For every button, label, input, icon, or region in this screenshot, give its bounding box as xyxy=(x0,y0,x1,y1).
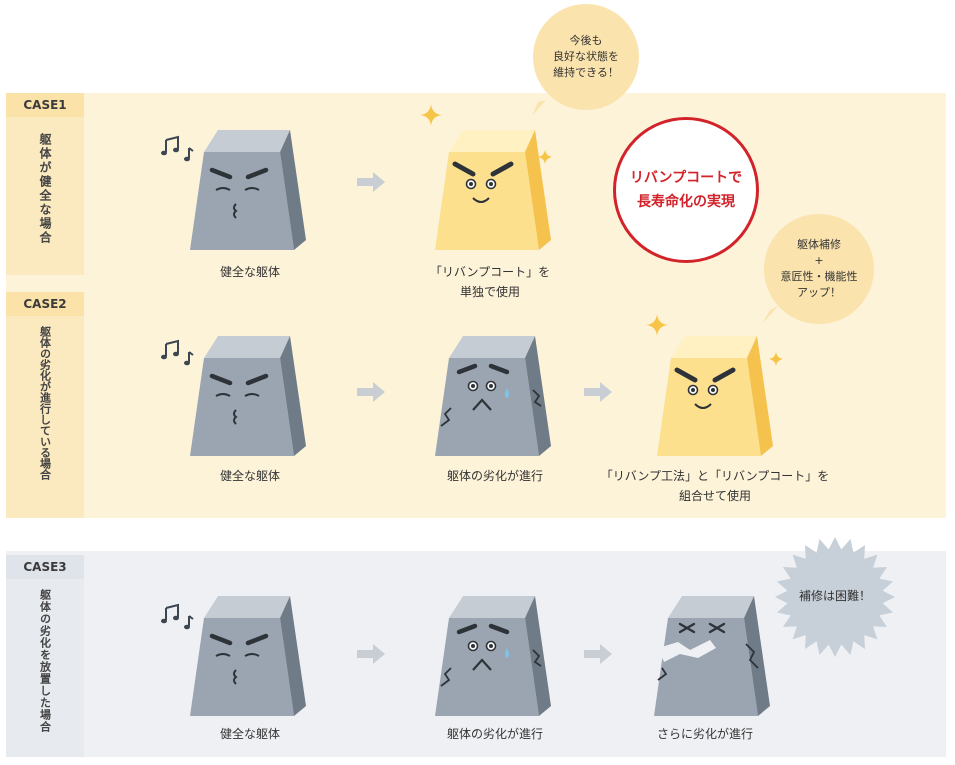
case1-side-label: 躯体が健全な場合 xyxy=(38,133,52,245)
case1-bubble-tail xyxy=(532,100,546,116)
case3-side-label: 躯体の劣化を放置した場合 xyxy=(38,589,52,733)
case2-caption-degrading: 躯体の劣化が進行 xyxy=(446,469,543,483)
case3-healthy-block xyxy=(190,596,306,716)
case2-speech-bubble: 躯体補修 + 意匠性・機能性 アップ！ xyxy=(764,214,874,324)
case2-sparkle-icon xyxy=(646,314,668,336)
case3-caption-further: さらに劣化が進行 xyxy=(656,727,753,741)
case3-burst-label: 補修は困難！ xyxy=(798,589,871,603)
case1-speech-bubble: 今後も 良好な状態を 維持できる！ xyxy=(533,4,639,110)
case2-healthy-block xyxy=(190,336,306,456)
case2-arrow2-icon xyxy=(584,382,612,402)
case3-burst-icon xyxy=(775,537,895,657)
case2-repaired-block xyxy=(657,336,773,456)
case1-caption-healthy: 健全な躯体 xyxy=(219,265,280,279)
case2-caption-healthy: 健全な躯体 xyxy=(219,469,280,483)
case3-tab: CASE3 xyxy=(6,555,84,579)
case3-arrow1-icon xyxy=(357,644,385,664)
case3-caption-healthy: 健全な躯体 xyxy=(219,727,280,741)
case3-side-label-box: 躯体の劣化を放置した場合 xyxy=(6,579,84,757)
case1-arrow-icon xyxy=(357,172,385,192)
case1-result-circle: リバンプコートで 長寿命化の実現 xyxy=(613,117,759,263)
case3-broken-block xyxy=(654,596,770,716)
case1-sparkle-icon xyxy=(420,104,442,126)
case3-caption-degrading: 躯体の劣化が進行 xyxy=(446,727,543,741)
case1-healthy-block xyxy=(190,130,306,250)
case2-side-label: 躯体の劣化が進行している場合 xyxy=(38,326,52,480)
case2-sparkle-small-icon xyxy=(769,352,783,366)
case2-bubble-tail xyxy=(762,306,778,324)
case2-arrow1-icon xyxy=(357,382,385,402)
case1-tab: CASE1 xyxy=(6,93,84,117)
case1-coated-block xyxy=(435,130,551,250)
case3-arrow2-icon xyxy=(584,644,612,664)
case1-side-label-box: 躯体が健全な場合 xyxy=(6,117,84,275)
case1-sparkle-small-icon xyxy=(538,150,552,164)
case2-degrading-block xyxy=(435,336,551,456)
case2-side-label-box: 躯体の劣化が進行している場合 xyxy=(6,316,84,518)
case2-tab: CASE2 xyxy=(6,292,84,316)
case3-degrading-block xyxy=(435,596,551,716)
case1-caption-coated: 「リバンプコート」を 単独で使用 xyxy=(429,265,551,299)
case2-caption-combined: 「リバンプ工法」と「リバンプコート」を 組合せて使用 xyxy=(600,469,830,503)
